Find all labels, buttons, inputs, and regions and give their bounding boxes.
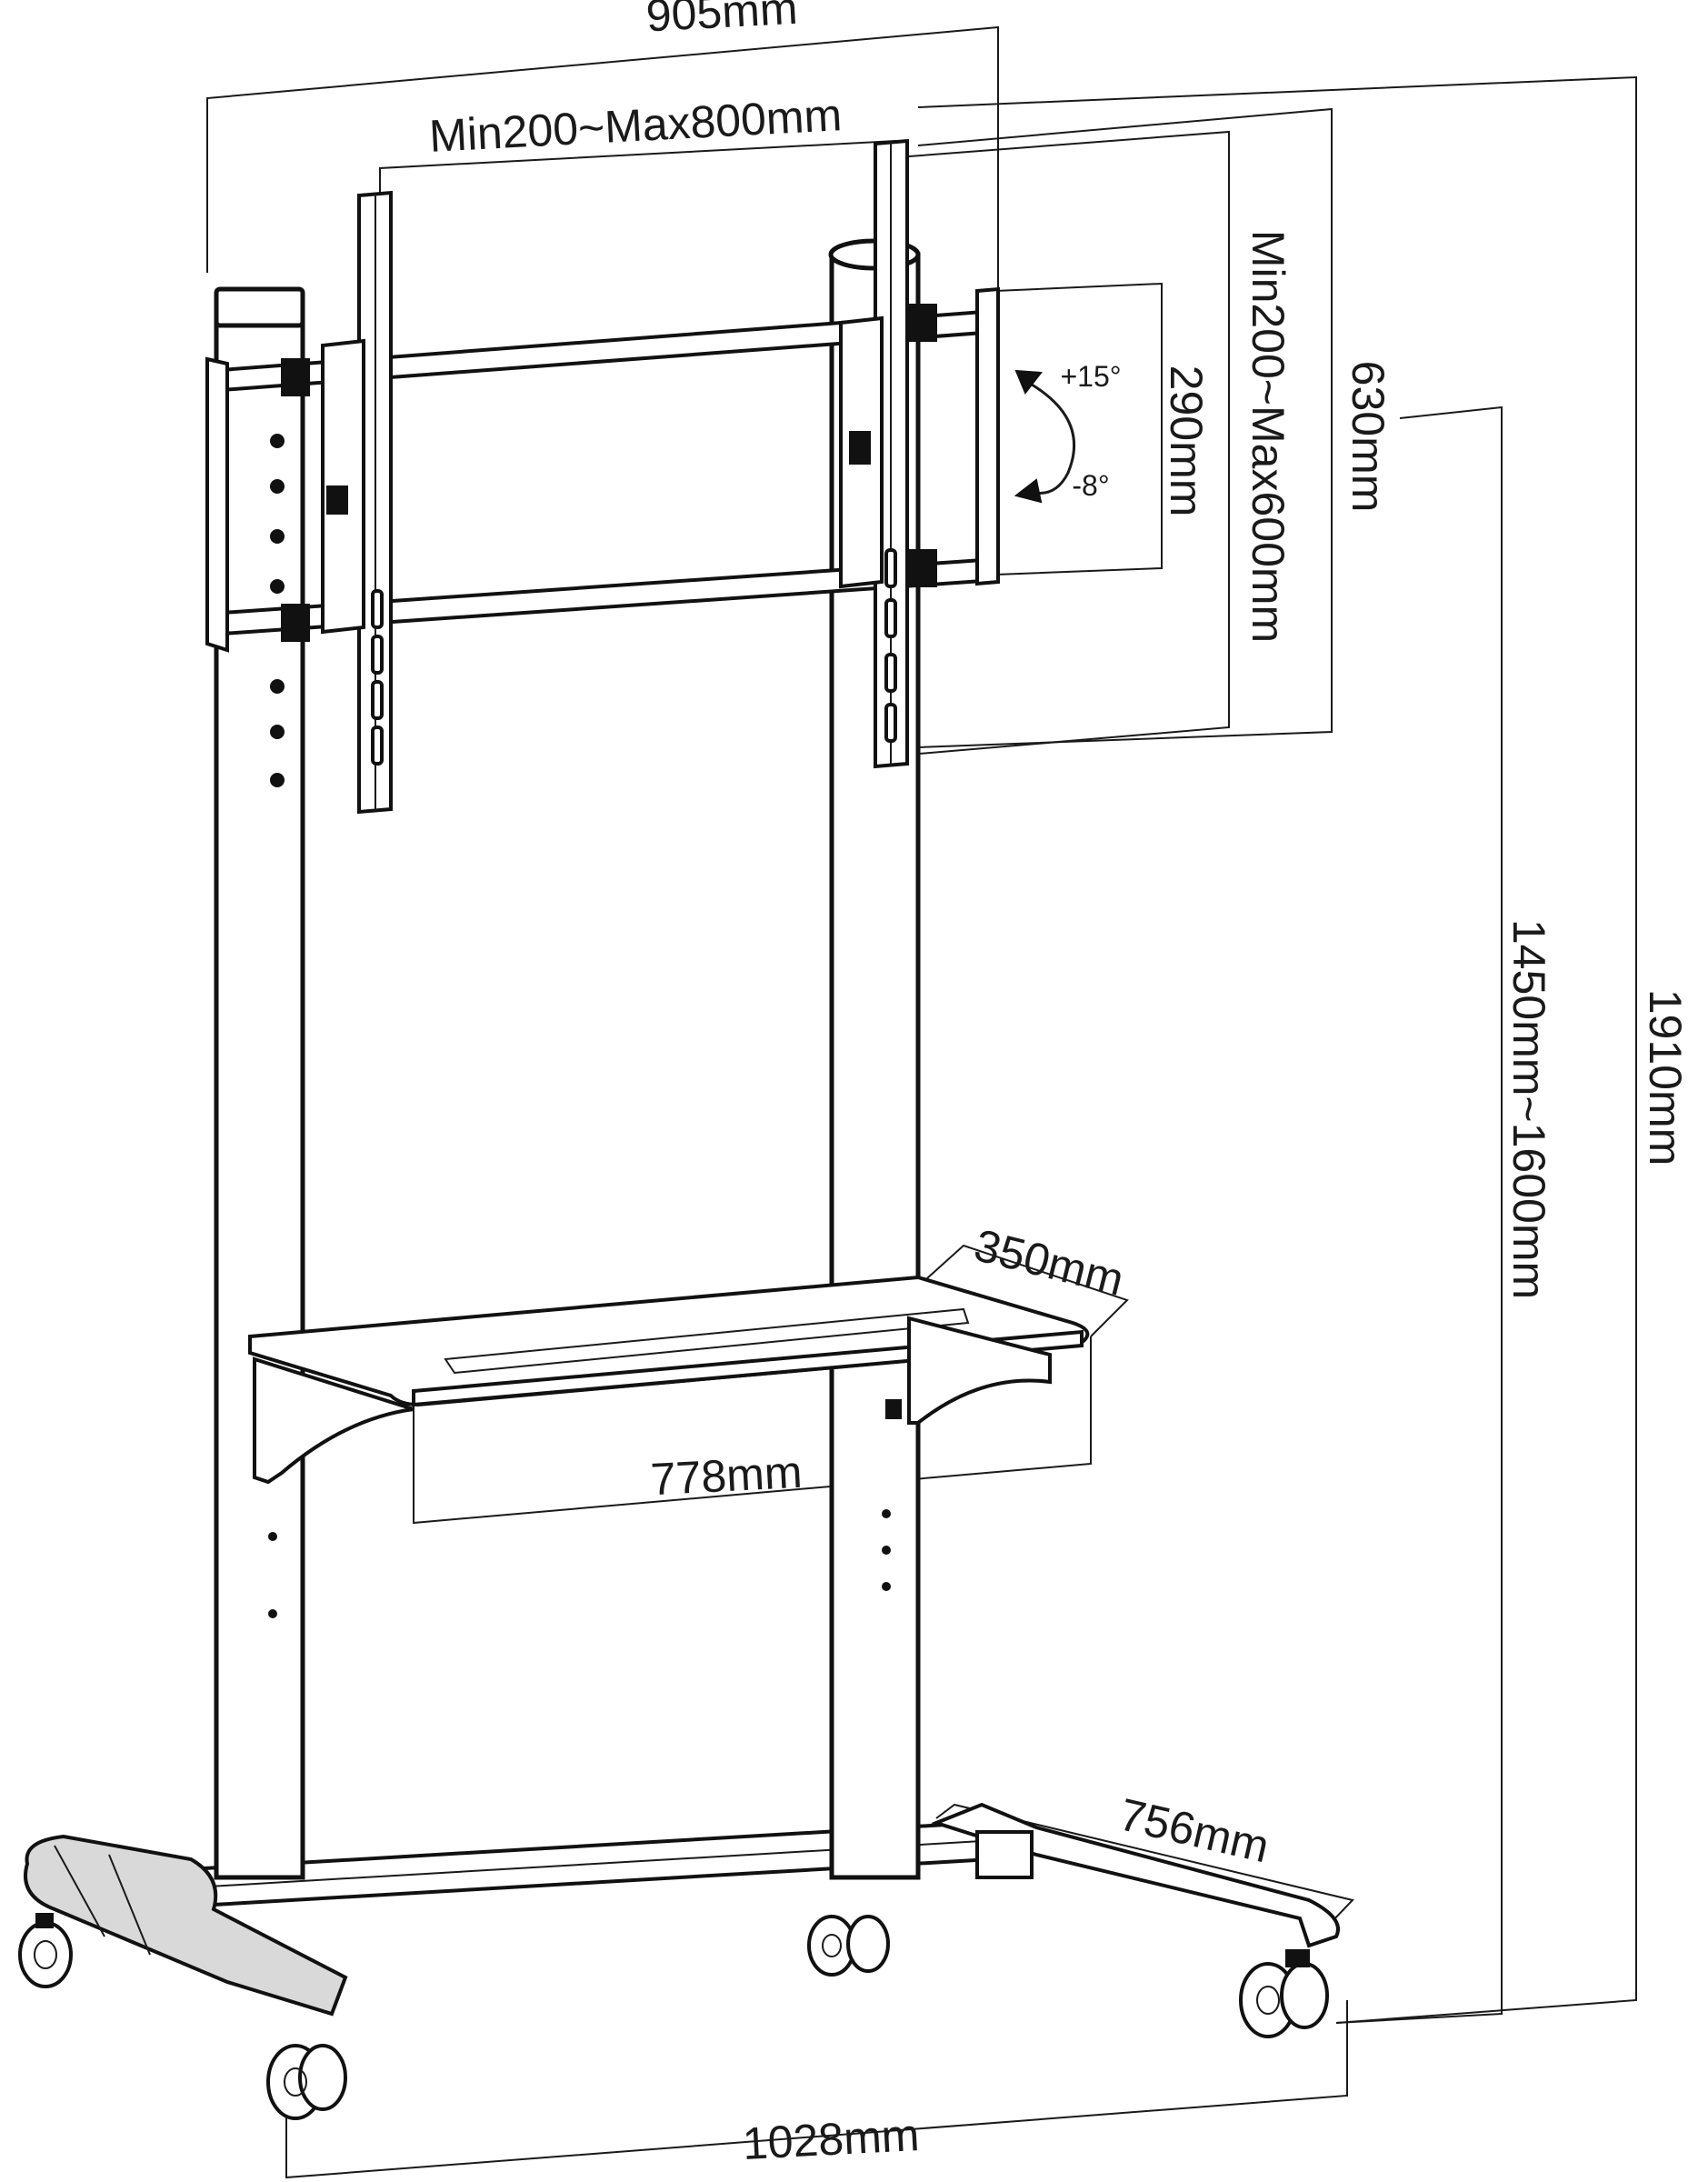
label-tilt-down: -8° [1072, 469, 1109, 502]
tilt-indicator [1014, 369, 1076, 504]
mounting-rails [205, 286, 1000, 653]
label-vesa-vertical: Min200~Max600mm [1243, 230, 1293, 643]
vesa-bracket-right [839, 138, 937, 769]
caster-left-rear [266, 2044, 347, 2120]
vesa-bracket-left [281, 190, 393, 815]
label-height-range: 1450mm~1600mm [1503, 919, 1554, 1299]
label-shelf-depth: 350mm [969, 1219, 1128, 1306]
label-shelf-width: 778mm [649, 1446, 803, 1506]
label-base-width: 1028mm [742, 2109, 921, 2169]
caster-center [807, 1915, 890, 1977]
right-column-holes [882, 1509, 891, 1591]
right-bracket-slots [884, 548, 897, 743]
label-overall-width: 905mm [644, 0, 798, 41]
left-column-holes [268, 434, 285, 1618]
shelf [248, 1275, 1090, 1485]
left-column [214, 286, 305, 1880]
left-bracket-slots [371, 589, 384, 766]
dimension-lines [206, 25, 1637, 2179]
caster-left-front [18, 1913, 73, 1988]
casters [18, 1913, 1329, 2120]
caster-right [1239, 1949, 1329, 2038]
arrow-down-icon [1014, 478, 1043, 504]
label-total-height: 1910mm [1640, 989, 1691, 1166]
label-bracket-height: 630mm [1343, 361, 1393, 513]
arrow-up-icon [1014, 369, 1043, 395]
label-rail-spacing: 290mm [1161, 365, 1212, 517]
label-vesa-horizontal: Min200~Max800mm [428, 89, 844, 162]
label-tilt-up: +15° [1060, 360, 1121, 393]
